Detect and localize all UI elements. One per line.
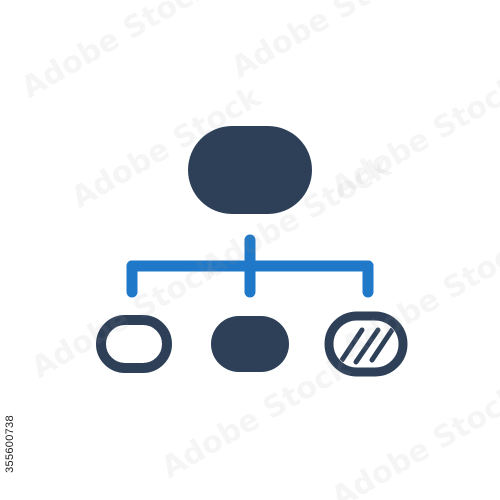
bottom-right-node-icon [324,311,408,377]
bottom-center-node-icon [211,316,289,372]
stock-id-label: 355600738 [2,388,18,500]
bottom-left-node-icon [96,315,172,373]
connector-lines [126,234,374,298]
stock-id-text: 355600738 [4,415,16,473]
top-node-icon [188,126,312,214]
